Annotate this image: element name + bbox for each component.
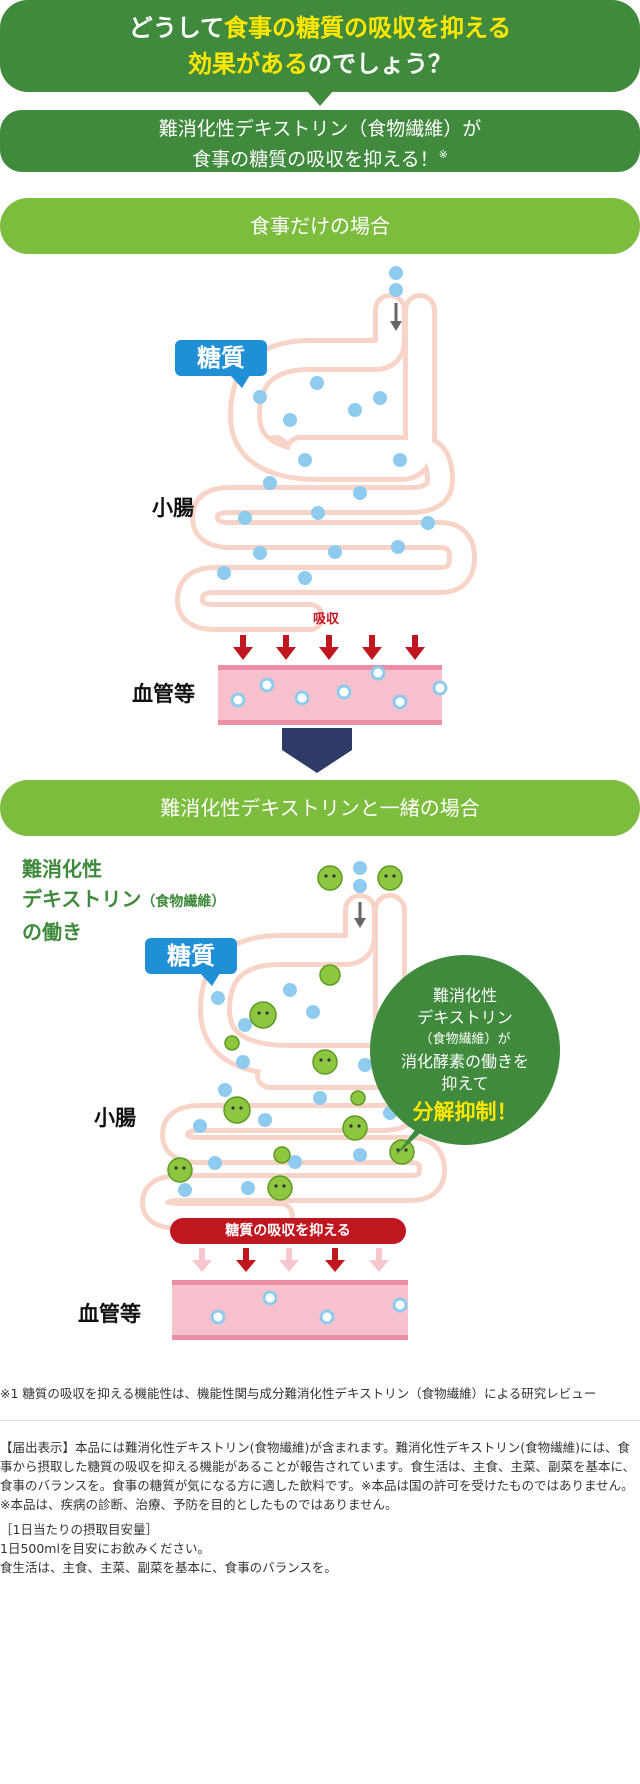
sugar-particle-icon xyxy=(358,1058,372,1072)
sugar-particle-icon xyxy=(262,1290,278,1306)
intake-block: ［1日当たりの摂取目安量］ 1日500mlを目安にお飲みください。 食生活は、主… xyxy=(0,1522,337,1575)
sugar-particle-icon xyxy=(283,983,297,997)
sugar-particle-icon xyxy=(389,266,403,280)
absorb-arrow-icon xyxy=(362,635,382,660)
sugar-particle-icon xyxy=(283,413,297,427)
sugar-particle-icon xyxy=(238,1018,252,1032)
sugar-particle-icon xyxy=(373,391,387,405)
down-arrow-icon xyxy=(390,321,402,331)
section1-vessel-label: 血管等 xyxy=(132,682,195,706)
footnote-1: ※1 糖質の吸収を抑える機能性は、機能性関与成分難消化性デキストリン（食物繊維）… xyxy=(0,1386,597,1401)
sugar-particle-icon xyxy=(259,677,275,693)
notice-text: 【届出表示】本品には難消化性デキストリン(食物繊維)が含まれます。難消化性デキス… xyxy=(0,1440,636,1512)
dextrin-work-heading: 難消化性 デキストリン（食物繊維） の働き xyxy=(22,857,226,944)
dextrin-character-icon xyxy=(249,1001,277,1029)
sugar-particle-icon xyxy=(218,1083,232,1097)
header-question-line1: どうして食事の糖質の吸収を抑える xyxy=(128,14,512,42)
absorb-arrow-icon xyxy=(233,635,253,660)
sugar-particle-icon xyxy=(370,665,386,681)
sugar-particle-icon xyxy=(432,680,448,696)
sugar-particle-icon xyxy=(193,1119,207,1133)
section1-intestine-label: 小腸 xyxy=(152,496,194,520)
blood-vessel xyxy=(172,1282,408,1338)
sugar-particle-icon xyxy=(298,453,312,467)
sugar-particle-icon xyxy=(306,1005,320,1019)
dextrin-character-icon xyxy=(342,1115,368,1141)
absorb-arrow-icon xyxy=(319,635,339,660)
section1-sugar-tag: 糖質 xyxy=(175,340,267,376)
sugar-particle-icon xyxy=(392,1297,408,1313)
dextrin-character-icon xyxy=(223,1096,251,1124)
sugar-particle-icon xyxy=(241,1181,255,1195)
sugar-particle-icon xyxy=(311,506,325,520)
sugar-particle-icon xyxy=(392,694,408,710)
absorb-arrow-icon xyxy=(236,1248,256,1272)
sugar-particle-icon xyxy=(391,540,405,554)
dextrin-character-icon xyxy=(167,1157,193,1183)
sugar-particle-icon xyxy=(348,403,362,417)
section1-title: 食事だけの場合 xyxy=(0,198,640,254)
absorb-arrow-icon xyxy=(276,635,296,660)
section1-absorb-label: 吸収 xyxy=(313,612,340,627)
sugar-particle-icon xyxy=(353,879,367,893)
sugar-particle-icon xyxy=(288,1155,302,1169)
dextrin-character-icon xyxy=(377,865,403,891)
sugar-particle-icon xyxy=(389,283,403,297)
sugar-particle-icon xyxy=(393,453,407,467)
sugar-particle-icon xyxy=(319,1309,335,1325)
dextrin-character-icon xyxy=(312,1049,338,1075)
header-answer-line1: 難消化性デキストリン（食物繊維）が xyxy=(158,118,482,140)
sugar-particle-icon xyxy=(313,1091,327,1105)
banner-pointer-icon xyxy=(306,90,334,106)
header-answer-line2: 食事の糖質の吸収を抑える！※ xyxy=(192,148,448,171)
section2-vessel-label: 血管等 xyxy=(78,1302,141,1326)
absorb-arrow-icon xyxy=(405,635,425,660)
sugar-particle-icon xyxy=(253,546,267,560)
header-question-line2: 効果があるのでしょう？ xyxy=(188,50,452,78)
sugar-particle-icon xyxy=(210,1309,226,1325)
section2-sugar-tag: 糖質 xyxy=(145,938,237,974)
sugar-particle-icon xyxy=(328,545,342,559)
sugar-particle-icon xyxy=(253,390,267,404)
down-arrow-icon xyxy=(354,918,366,928)
sugar-particle-icon xyxy=(238,511,252,525)
sugar-particle-icon xyxy=(336,684,352,700)
transition-arrow-icon xyxy=(282,728,352,750)
dextrin-character-icon xyxy=(224,1035,240,1051)
dextrin-character-icon xyxy=(267,1175,293,1201)
sugar-particle-icon xyxy=(353,486,367,500)
header-question-banner: どうして食事の糖質の吸収を抑える 効果があるのでしょう？ xyxy=(0,0,640,92)
sugar-particle-icon xyxy=(298,571,312,585)
sugar-particle-icon xyxy=(263,476,277,490)
divider xyxy=(0,1420,640,1421)
dextrin-bubble: 難消化性 デキストリン （食物繊維）が 消化酵素の働きを 抑えて 分解抑制！ xyxy=(370,955,560,1145)
dextrin-character-icon xyxy=(319,964,341,986)
sugar-particle-icon xyxy=(211,991,225,1005)
sugar-particle-icon xyxy=(294,690,310,706)
sugar-particle-icon xyxy=(258,1113,272,1127)
sugar-particle-icon xyxy=(230,692,246,708)
blood-vessel xyxy=(218,667,442,723)
sugar-particle-icon xyxy=(217,566,231,580)
sugar-particle-icon xyxy=(353,861,367,875)
sugar-particle-icon xyxy=(208,1156,222,1170)
sugar-particles xyxy=(217,266,435,585)
section1-diagram xyxy=(175,266,477,773)
sugar-particle-icon xyxy=(310,376,324,390)
section2-title: 難消化性デキストリンと一緒の場合 xyxy=(0,780,640,836)
sugar-particle-icon xyxy=(236,1055,250,1069)
dextrin-character-icon xyxy=(317,865,343,891)
dextrin-character-icon xyxy=(389,1139,415,1165)
suppress-label: 糖質の吸収を抑える xyxy=(170,1218,406,1244)
sugar-particle-icon xyxy=(421,516,435,530)
header-answer-banner: 難消化性デキストリン（食物繊維）が 食事の糖質の吸収を抑える！※ xyxy=(0,110,640,172)
section2-intestine-label: 小腸 xyxy=(94,1106,136,1130)
absorb-arrow-icon xyxy=(325,1248,345,1272)
dextrin-character-icon xyxy=(273,1146,291,1164)
sugar-particle-icon xyxy=(178,1183,192,1197)
weak-absorb-arrows xyxy=(192,1248,389,1272)
sugar-particle-icon xyxy=(353,1148,367,1162)
absorb-arrows xyxy=(233,635,425,660)
dextrin-character-icon xyxy=(350,1090,366,1106)
